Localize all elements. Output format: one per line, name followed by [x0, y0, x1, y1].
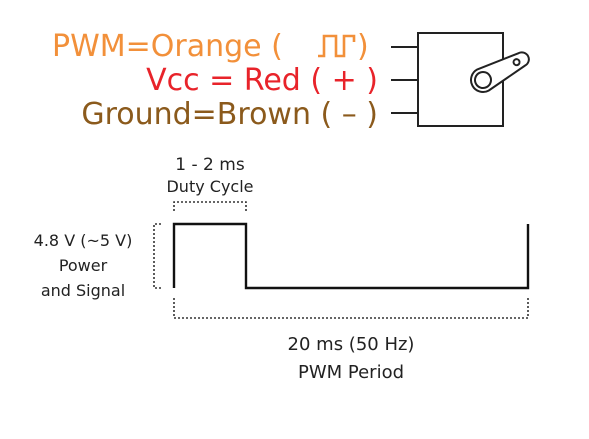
pwm-waveform	[172, 222, 530, 290]
duty-cycle-annotation: 1 - 2 ms Duty Cycle	[166, 155, 254, 211]
duty-cycle-value: 1 - 2 ms	[175, 155, 245, 175]
pwm-wire-label: PWM=Orange (	[52, 29, 283, 64]
wire-legend: PWM=Orange ( ) Vcc = Red ( + ) Ground=Br…	[52, 29, 378, 132]
square-wave-icon	[318, 34, 356, 58]
period-bracket	[173, 298, 529, 319]
period-label: PWM Period	[298, 362, 404, 383]
voltage-label-signal: and Signal	[41, 281, 125, 300]
duty-cycle-bracket	[173, 201, 247, 211]
period-value: 20 ms (50 Hz)	[288, 334, 415, 355]
vcc-wire-label: Vcc = Red ( + )	[146, 63, 378, 98]
ground-wire-label: Ground=Brown ( – )	[81, 97, 378, 132]
servo-motor-icon	[391, 32, 530, 127]
voltage-label-power: Power	[59, 256, 108, 275]
voltage-bracket	[153, 223, 161, 289]
pwm-wire-label-close: )	[357, 29, 369, 64]
voltage-value: 4.8 V (~5 V)	[34, 231, 133, 250]
duty-cycle-label: Duty Cycle	[166, 177, 253, 196]
servo-horn	[470, 51, 530, 93]
voltage-annotation: 4.8 V (~5 V) Power and Signal	[34, 223, 161, 300]
period-annotation: 20 ms (50 Hz) PWM Period	[173, 298, 529, 383]
